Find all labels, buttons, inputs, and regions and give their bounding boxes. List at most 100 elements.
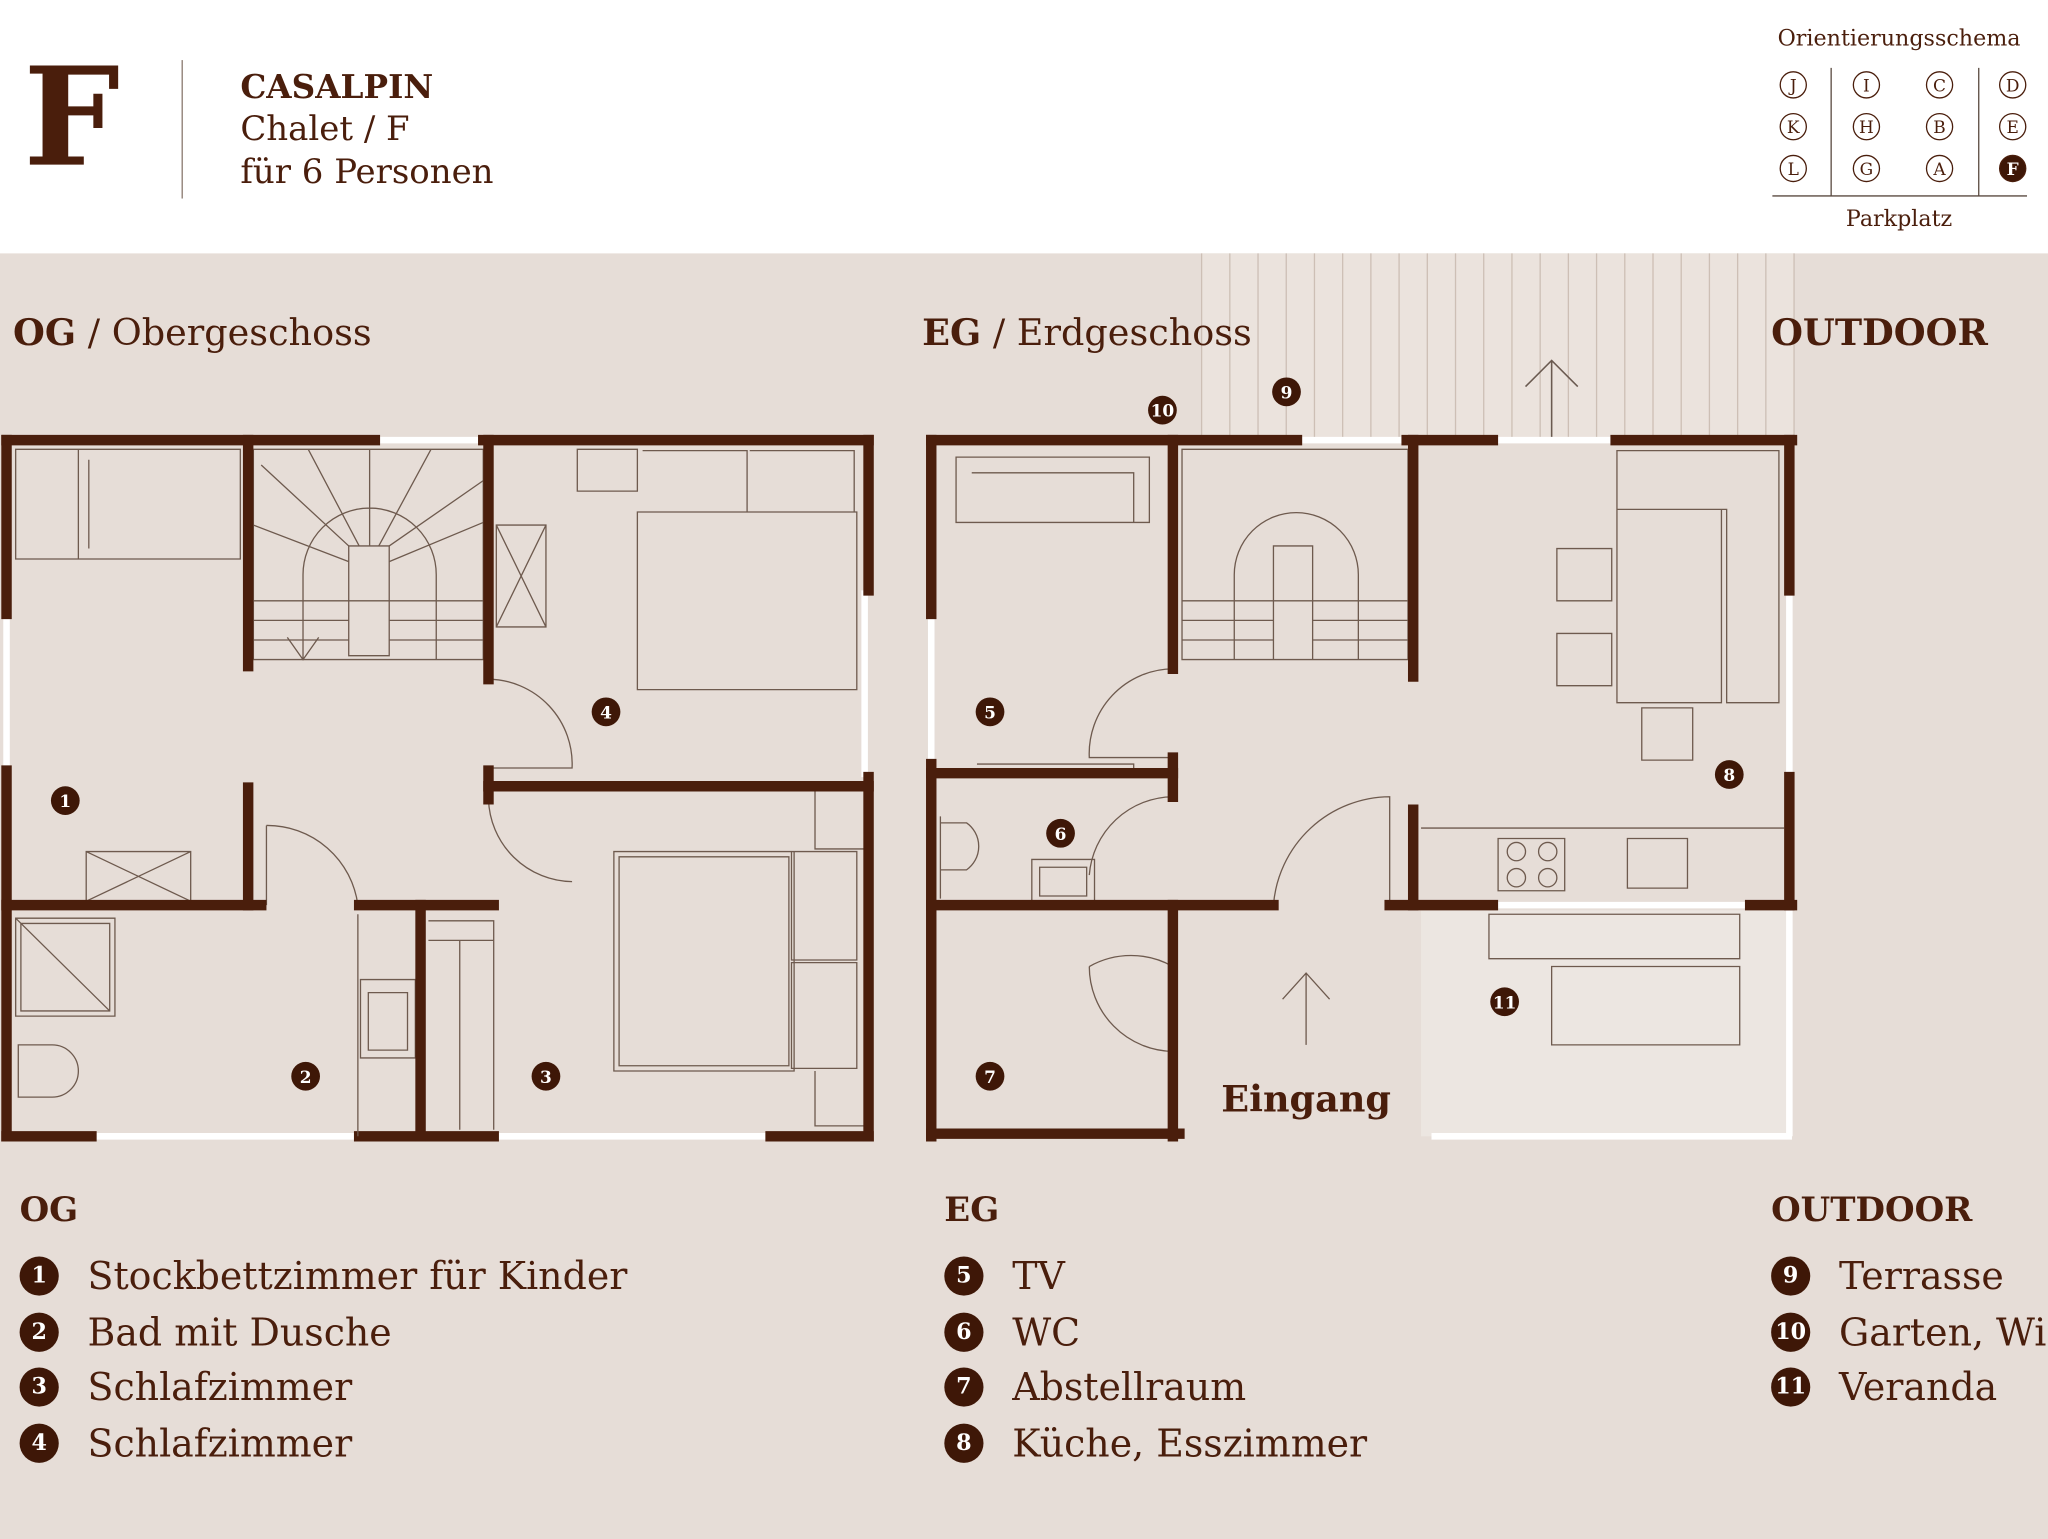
legend-item: 2 Bad mit Dusche	[19, 1304, 628, 1360]
shower	[15, 917, 116, 1017]
legend-label: Stockbettzimmer für Kinder	[87, 1254, 628, 1299]
room-marker-6	[1046, 818, 1075, 848]
stove-burner	[1506, 867, 1527, 888]
eg-name: Erdgeschoss	[1016, 310, 1252, 354]
legend-item: 1 Stockbettzimmer für Kinder	[19, 1249, 628, 1305]
chalet-H-label: H	[1859, 118, 1874, 138]
double-bed	[576, 448, 858, 691]
sep: /	[76, 310, 112, 354]
legend-item: 11 Veranda	[1771, 1360, 2048, 1416]
legend-label: TV	[1012, 1254, 1065, 1299]
room-marker-11	[1490, 987, 1519, 1017]
double-bed	[613, 850, 858, 1072]
entrance-arrow	[1282, 972, 1331, 1045]
legend-label: Schlafzimmer	[87, 1365, 353, 1410]
chalet-E-label: E	[2007, 118, 2019, 138]
wardrobe	[428, 920, 495, 1130]
orientation-title: Orientierungsschema	[1777, 26, 2021, 53]
room-marker-label: 3	[540, 1068, 552, 1088]
stairs	[252, 448, 484, 661]
chalet-B-label: B	[1933, 118, 1945, 138]
chalet-C-label: C	[1933, 76, 1946, 96]
shelf	[814, 790, 865, 1127]
room-number-badge: 8	[944, 1423, 984, 1463]
room-marker-label: 10	[1151, 402, 1175, 422]
room-marker-label: 11	[1493, 993, 1517, 1013]
bunk-bed	[15, 448, 241, 560]
chalet-J-label: J	[1788, 76, 1797, 96]
terrace-area	[1201, 253, 1795, 439]
door-swing	[1088, 668, 1173, 759]
chalet-A-marker	[1925, 154, 1954, 183]
legend-title: OUTDOOR	[1771, 1191, 1973, 1231]
room-marker-label: 8	[1723, 766, 1735, 786]
door-swing	[488, 678, 573, 769]
legend-item: 3 Schlafzimmer	[19, 1360, 628, 1416]
og-name: Obergeschoss	[111, 310, 372, 354]
room-number-badge: 7	[944, 1368, 984, 1408]
room-marker-7	[975, 1061, 1005, 1091]
og-heading: OG / Obergeschoss	[13, 311, 372, 354]
legend-label: Bad mit Dusche	[87, 1309, 392, 1355]
door-swing	[265, 824, 359, 906]
room-marker-2	[291, 1061, 320, 1091]
brand-name: CASALPIN	[240, 67, 434, 106]
room-marker-label: 6	[1055, 825, 1067, 845]
stove-burner	[1506, 841, 1527, 862]
toilet	[939, 816, 980, 899]
chalet-K-marker	[1779, 112, 1807, 141]
og-abbr: OG	[13, 310, 77, 354]
room-marker-8	[1714, 760, 1744, 789]
sink	[1031, 858, 1096, 902]
wardrobe	[495, 524, 547, 628]
room-number-badge: 3	[19, 1368, 59, 1408]
eg-heading: EG / Erdgeschoss	[922, 311, 1252, 354]
room-number-badge: 10	[1771, 1312, 1811, 1352]
room-number-badge: 1	[19, 1256, 59, 1297]
door-swing	[1088, 796, 1173, 876]
chalet-B-marker	[1925, 112, 1954, 141]
toilet	[17, 1044, 80, 1098]
legend-label: Schlafzimmer	[87, 1421, 353, 1466]
chalet-subtitle: Chalet / F	[240, 109, 410, 149]
legend-title: EG	[944, 1191, 1000, 1231]
room-number-badge: 6	[944, 1312, 984, 1352]
door-swing	[1088, 954, 1174, 1053]
chalet-I-marker	[1852, 71, 1881, 99]
arrow-icon	[1524, 359, 1579, 439]
veranda-furniture	[1488, 913, 1741, 1046]
chalet-E-marker	[1998, 112, 2027, 141]
legend-label: Veranda	[1838, 1365, 1998, 1410]
chalet-A-label: A	[1932, 160, 1946, 180]
kitchen-counter	[1421, 827, 1785, 892]
room-number-badge: 11	[1771, 1368, 1811, 1408]
door-swing	[487, 799, 573, 883]
chalet-I-label: I	[1863, 76, 1870, 96]
stairs	[1181, 448, 1409, 661]
stove-burner	[1537, 867, 1558, 888]
room-marker-label: 5	[984, 703, 996, 723]
sofa	[955, 456, 1151, 524]
dining-table	[1556, 449, 1780, 761]
legend-label: Garten, Wies	[1838, 1309, 2048, 1355]
room-marker-4	[591, 697, 621, 727]
chalet-D-marker	[1998, 71, 2027, 99]
chalet-L-label: L	[1788, 160, 1799, 180]
veranda-area	[1421, 910, 1792, 1137]
eg-abbr: EG	[922, 310, 982, 354]
sep: /	[981, 310, 1017, 354]
room-marker-3	[531, 1061, 561, 1091]
legend-label: Terrasse	[1838, 1254, 2004, 1299]
room-number-badge: 2	[19, 1312, 59, 1352]
divider	[181, 60, 183, 199]
